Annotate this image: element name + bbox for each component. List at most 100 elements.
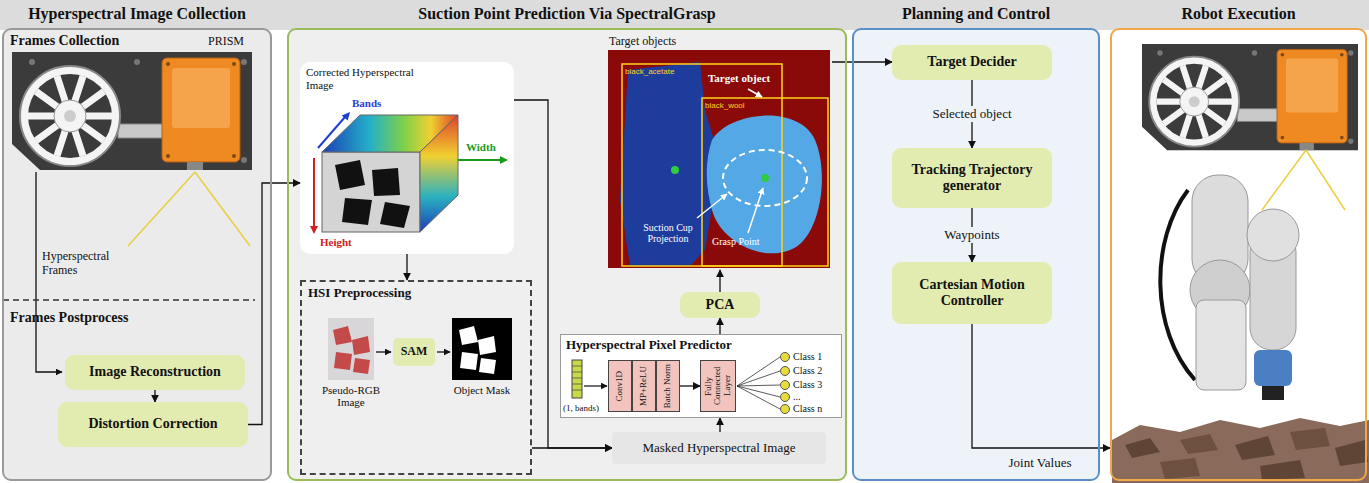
class-tag: black_acetate — [625, 67, 674, 76]
callout-text: Suction Cup Projection — [638, 222, 698, 244]
preprocessing-images — [452, 318, 512, 380]
robot-arm — [1262, 150, 1306, 210]
hyperspectral-cube — [342, 112, 350, 121]
gravel-pile — [1112, 418, 1369, 483]
class-tag: black_wool — [705, 101, 745, 110]
label-slot: Class 3 — [793, 379, 822, 391]
node-text: Target Decider — [927, 54, 1016, 70]
edge-label-slot: Selected object — [929, 106, 1014, 122]
hyperspectral-cube — [300, 62, 514, 254]
predictor-figure — [560, 334, 842, 418]
layer-box: MP+ReLU — [632, 360, 656, 412]
predictor-figure — [737, 357, 780, 409]
label-slot: Bands — [352, 97, 381, 109]
connector-arrow — [514, 100, 612, 448]
layer-box: Conv1D — [608, 360, 632, 412]
gravel-pile — [1290, 428, 1330, 450]
connector-arrow — [719, 270, 720, 292]
process-box: SAM — [393, 338, 435, 366]
node-text: Target objects — [606, 32, 832, 50]
node-text: Batch Norm — [663, 364, 672, 408]
segmentation-image — [671, 166, 679, 174]
predictor-figure — [560, 334, 842, 418]
process-box: PCA — [680, 292, 760, 318]
connector-arrow — [154, 390, 155, 402]
section-divider — [3, 299, 255, 300]
group-box: HSI PreprocessingSAM — [300, 280, 532, 475]
segmentation-image — [748, 89, 762, 97]
label-slot: Object Mask — [445, 384, 519, 396]
label-slot: Class 2 — [793, 365, 822, 377]
hyperspectral-cube — [335, 160, 365, 190]
class-label: Class 2 — [793, 365, 822, 377]
section-title: Frames Postprocess — [10, 310, 128, 326]
connector-arrow — [719, 318, 720, 334]
field-of-view — [128, 172, 195, 246]
label-slot: Class n — [793, 403, 822, 415]
segmentation-image — [761, 174, 769, 182]
signal-label: Hyperspectral Frames — [42, 250, 118, 278]
hyperspectral-cube — [458, 159, 502, 161]
node-text: Hyperspectral Image Collection — [4, 4, 270, 24]
segmentation-image — [608, 50, 830, 268]
edge-label: Selected object — [929, 106, 1014, 122]
camera-symbol — [12, 52, 252, 170]
stage-panel: Suction Point Prediction Via SpectralGra… — [287, 28, 847, 481]
segmentation-image — [723, 150, 807, 206]
label-slot: Hyperspectral Frames — [42, 250, 118, 278]
robot-arm — [1306, 150, 1345, 210]
process-box: Distortion Correction — [58, 402, 248, 447]
class-label: ... — [793, 391, 801, 403]
process-box: Image Reconstruction — [65, 355, 245, 390]
robot-arm — [1196, 300, 1246, 390]
preprocessing-images — [328, 318, 374, 380]
section-title: Frames Collection — [10, 33, 119, 49]
label-slot: Height — [320, 236, 352, 248]
edge-label-slot: Joint Values — [1006, 455, 1075, 471]
hyperspectral-cube — [300, 62, 514, 254]
preprocessing-images — [333, 326, 352, 345]
preprocessing-images — [334, 352, 352, 370]
connector-arrow — [680, 385, 700, 386]
image-panel: Corrected Hyperspectral Image — [300, 62, 514, 254]
connector-arrow — [972, 324, 1110, 448]
callout-text: Target object — [708, 72, 770, 84]
label-slot: Frames Collection — [10, 33, 119, 49]
node-text: Cartesian Motion Controller — [900, 277, 1044, 309]
predictor-figure — [781, 367, 790, 376]
predictor-figure — [781, 353, 790, 362]
process-box: Tracking Trajectory generator — [892, 148, 1052, 208]
hyperspectral-cube — [500, 156, 508, 164]
predictor-figure — [781, 393, 790, 402]
preprocessing-images — [459, 326, 478, 345]
hyperspectral-cube — [313, 158, 315, 228]
field-of-view — [195, 172, 250, 246]
segmentation-image — [748, 188, 763, 233]
preprocessing-images — [478, 336, 496, 355]
label-slot: black_acetate — [625, 67, 674, 76]
class-label: Class 3 — [793, 379, 822, 391]
label-slot: PRISM — [208, 35, 244, 49]
robot-arm — [1160, 190, 1195, 380]
segmentation-image — [620, 62, 720, 266]
label-slot: Width — [466, 141, 496, 153]
callout-text: Grasp Point — [712, 236, 760, 247]
gravel-pile — [1180, 434, 1218, 454]
robot-arm — [1254, 350, 1292, 386]
image-caption: Pseudo-RGB Image — [316, 384, 386, 408]
label-slot: Grasp Point — [712, 236, 760, 247]
segmentation-image — [608, 50, 830, 268]
axis-label: Height — [320, 236, 352, 248]
input-shape: (1, bands) — [563, 403, 599, 413]
connector-arrow — [719, 418, 720, 432]
layer-box: Batch Norm — [656, 360, 680, 412]
preprocessing-images — [479, 358, 496, 374]
hyperspectral-cube — [372, 168, 400, 196]
label-slot: (1, bands) — [563, 403, 599, 413]
node-text: Image Reconstruction — [89, 364, 221, 380]
axis-label: Bands — [352, 97, 381, 109]
image-caption: Object Mask — [445, 384, 519, 396]
hyperspectral-cube — [322, 152, 420, 232]
hyperspectral-cube — [380, 202, 410, 228]
preprocessing-images — [328, 318, 512, 380]
